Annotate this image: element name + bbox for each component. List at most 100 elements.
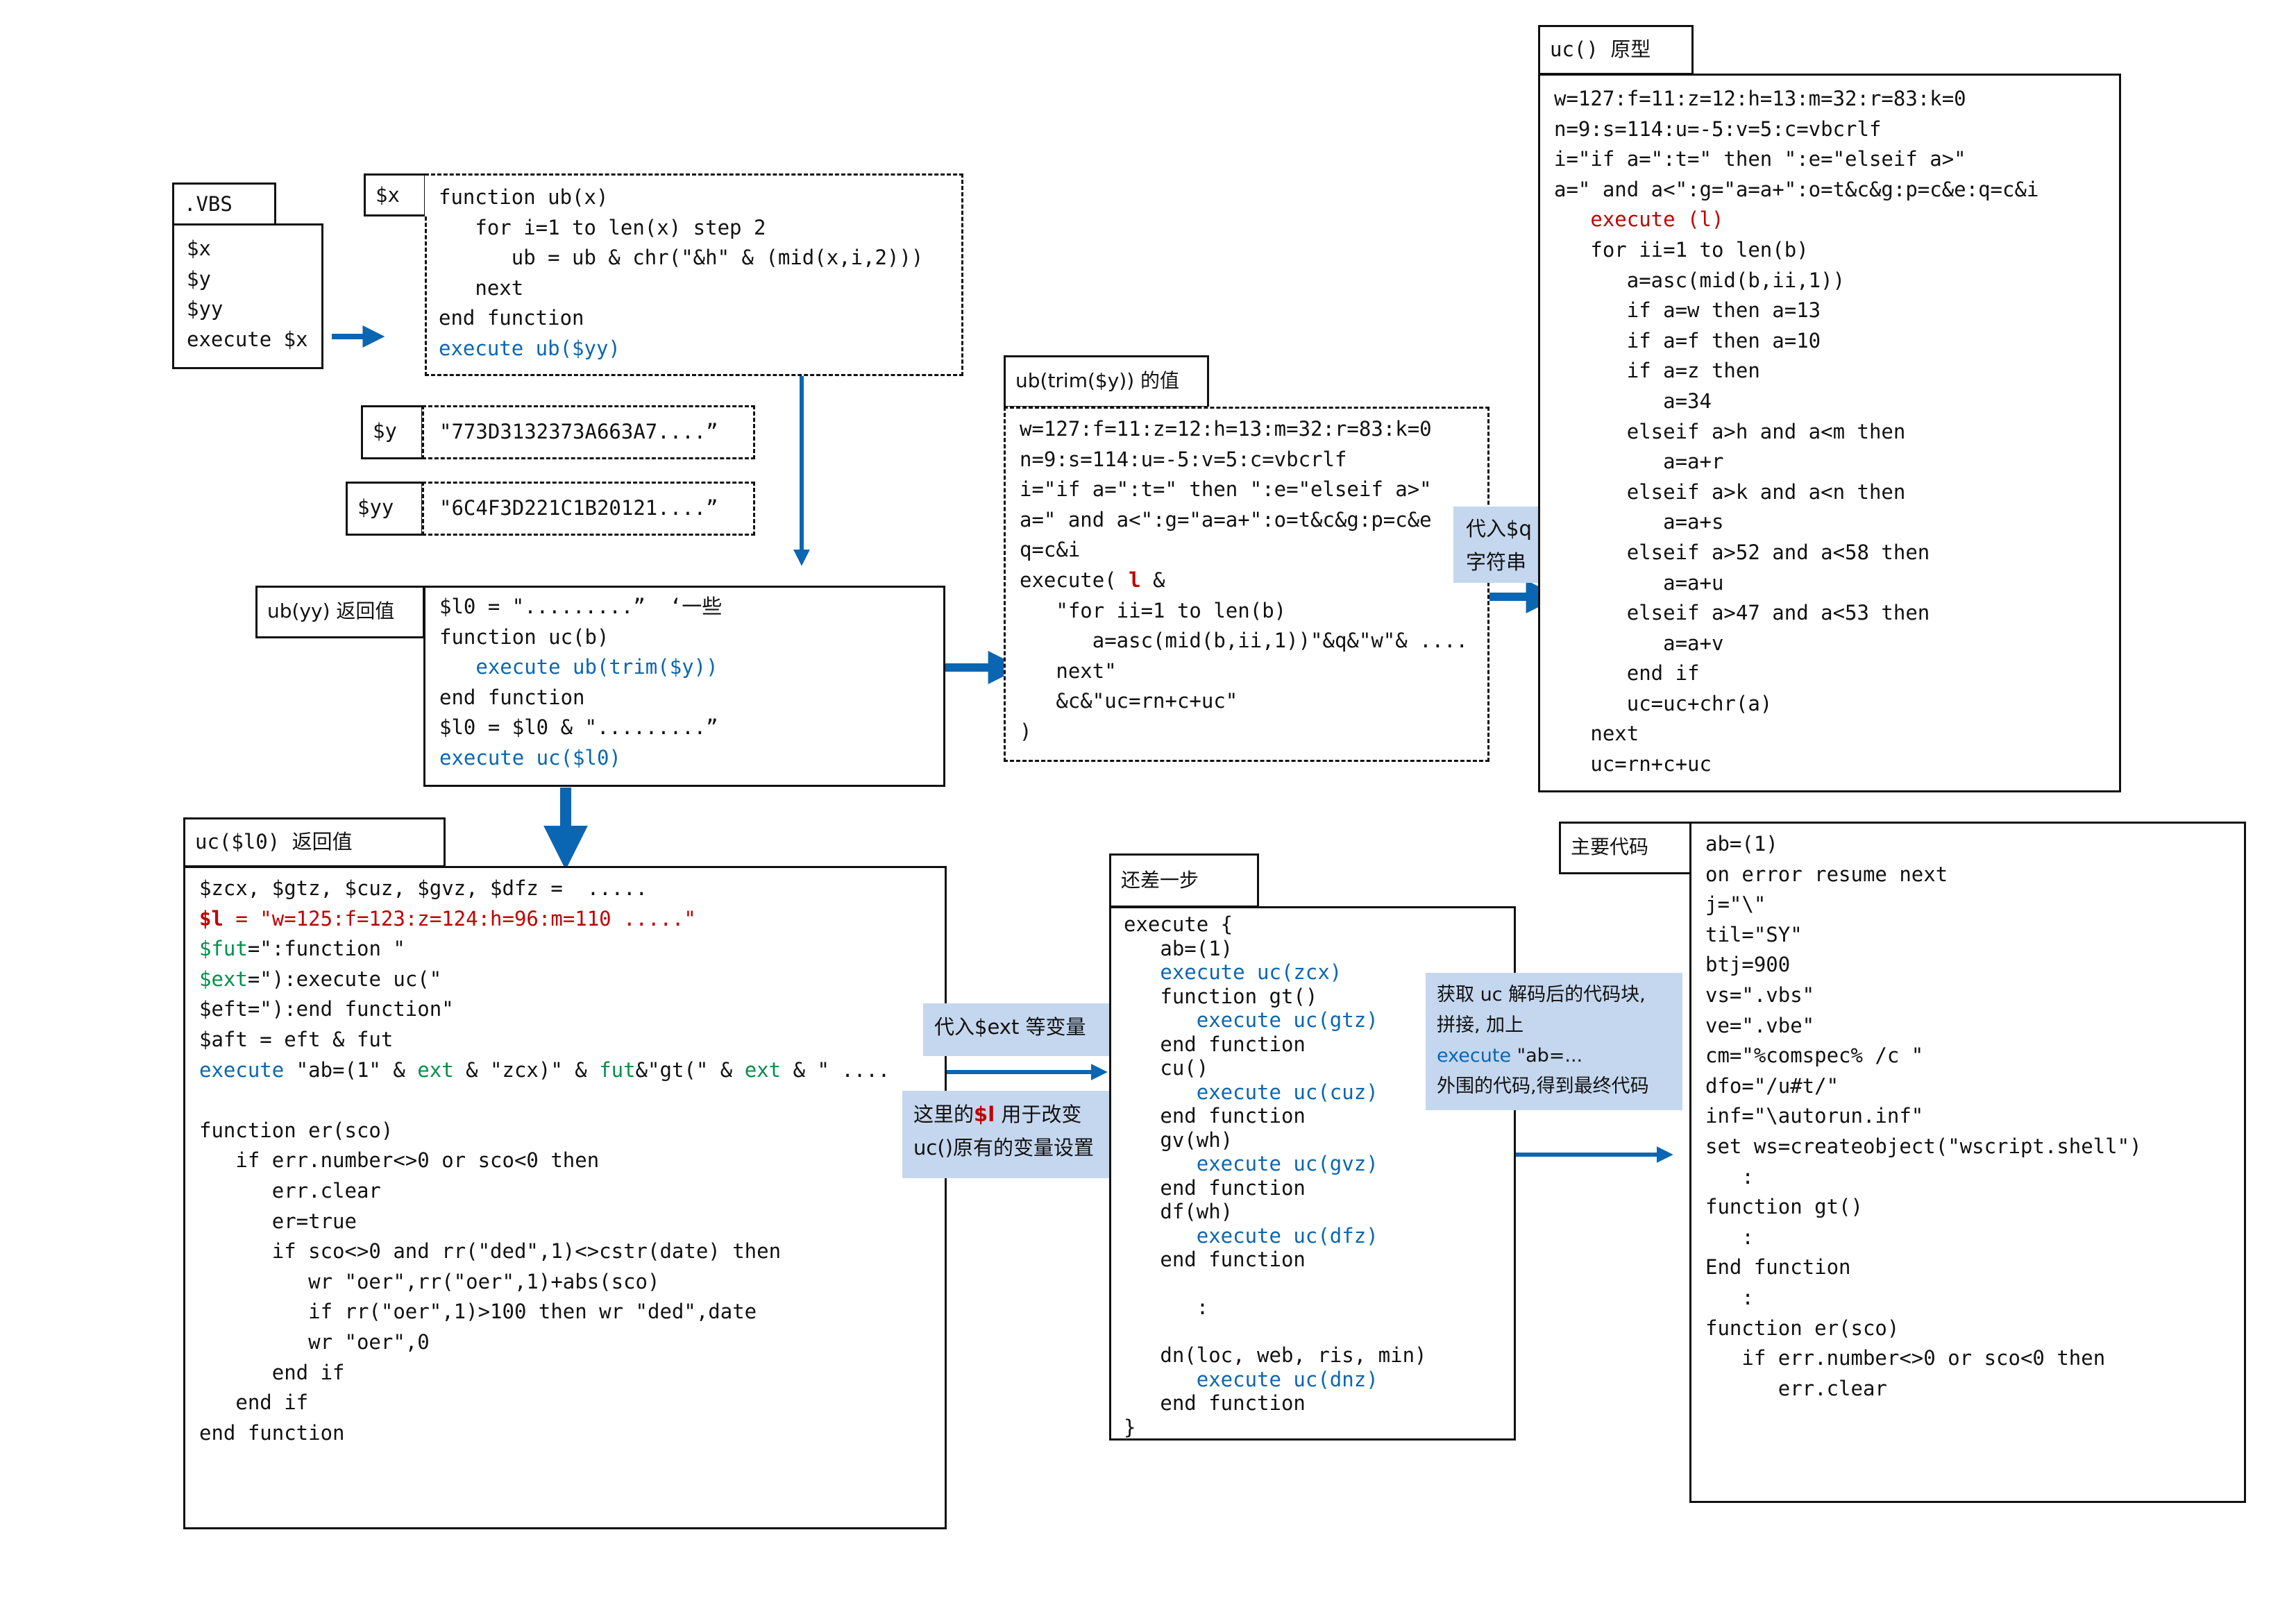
code-line: df(wh)	[1124, 1200, 1427, 1224]
code-line: execute uc(cuz)	[1124, 1080, 1427, 1105]
ubtrim-box: w=127:f=11:z=12:h=13:m=32:r=83:k=0 n=9:s=…	[1004, 407, 1489, 762]
code-line: function er(sco)	[199, 1116, 890, 1146]
code-line: w=127:f=11:z=12:h=13:m=32:r=83:k=0	[1554, 84, 2038, 114]
code-line: n=9:s=114:u=-5:v=5:c=vbcrlf	[1554, 114, 2038, 145]
code-segment: $eft="):end function"	[199, 997, 454, 1021]
code-line: function ub(x)	[439, 182, 923, 213]
code-segment: a=asc(mid(b,ii,1))	[1554, 268, 1846, 292]
code-line: execute ub($yy)	[439, 334, 923, 364]
code-segment: err.clear	[199, 1178, 381, 1203]
code-line: if a=f then a=10	[1554, 326, 2038, 357]
code-line: 这里的$l 用于改变	[913, 1098, 1111, 1131]
code-segment: execute ub($yy)	[439, 336, 621, 360]
yy-value: "6C4F3D221C1B20121....”	[439, 496, 718, 520]
code-line: wr "oer",rr("oer",1)+abs(sco)	[199, 1267, 890, 1298]
code-segment: End function	[1705, 1255, 1851, 1280]
code-line: a=asc(mid(b,ii,1))"&q&"w"& ....	[1020, 626, 1468, 656]
code-line: next"	[1020, 656, 1468, 687]
code-line: execute( l &	[1020, 566, 1468, 596]
code-segment: n=9:s=114:u=-5:v=5:c=vbcrlf	[1020, 447, 1347, 471]
code-line: i="if a=":t=" then ":e="elseif a>"	[1020, 475, 1468, 505]
code-line	[1124, 1272, 1427, 1296]
code-segment: if err.number<>0 or sco<0 then	[1705, 1346, 2106, 1370]
code-line: gv(wh)	[1124, 1128, 1427, 1153]
code-segment: l	[1129, 568, 1141, 592]
code-line: dn(loc, web, ris, min)	[1124, 1343, 1427, 1368]
code-line: w=127:f=11:z=12:h=13:m=32:r=83:k=0	[1020, 414, 1468, 445]
code-line: elseif a>52 and a<58 then	[1554, 538, 2038, 568]
code-line: q=c&i	[1020, 535, 1468, 566]
code-line: if err.number<>0 or sco<0 then	[1705, 1343, 2142, 1374]
code-line: dfo="/u#t/"	[1705, 1071, 2142, 1102]
code-line: execute (l)	[1554, 205, 2038, 235]
code-line: )	[1020, 717, 1468, 747]
code-segment: end function	[199, 1420, 345, 1445]
code-line: er=true	[199, 1207, 890, 1237]
code-line: End function	[1705, 1252, 2142, 1283]
code-segment: ab=(1)	[1705, 832, 1778, 856]
code-line: end if	[1554, 658, 2038, 689]
code-segment: $aft = eft & fut	[199, 1027, 394, 1051]
code-segment: end function	[1124, 1391, 1306, 1415]
code-segment: err.clear	[1705, 1376, 1887, 1400]
code-line: end function	[199, 1418, 890, 1449]
code-line: function er(sco)	[1705, 1314, 2142, 1344]
code-segment: ve=".vbe"	[1705, 1013, 1815, 1037]
code-segment: $l0 = $l0 & ".........”	[439, 715, 718, 740]
code-line: a=a+s	[1554, 507, 2038, 538]
code-segment: end function	[439, 306, 584, 330]
code-segment: if sco<>0 and rr("ded",1)<>cstr(date) th…	[199, 1239, 782, 1264]
code-segment: & " ....	[781, 1057, 890, 1082]
code-segment: "ab=...	[1511, 1045, 1583, 1067]
code-segment: $l	[974, 1103, 995, 1126]
main-tag: 主要代码	[1559, 822, 1695, 874]
code-line: execute ub(trim($y))	[439, 652, 722, 683]
y-tag: $y	[361, 405, 423, 459]
code-line: function gt()	[1705, 1192, 2142, 1223]
code-line: 外围的代码,得到最终代码	[1437, 1070, 1671, 1101]
code-segment: w=127:f=11:z=12:h=13:m=32:r=83:k=0	[1020, 417, 1432, 441]
code-line: elseif a>h and a<m then	[1554, 417, 2038, 448]
code-segment: = "w=125:f=123:z=124:h=96:m=110 ....."	[223, 906, 696, 931]
code-line: :	[1705, 1223, 2142, 1253]
code-segment: til="SY"	[1705, 922, 1803, 946]
code-segment: on error resume next	[1705, 862, 1948, 886]
code-segment: cu()	[1124, 1056, 1209, 1080]
code-segment: if a=f then a=10	[1554, 328, 1821, 352]
code-line: execute "ab=...	[1437, 1039, 1671, 1070]
ucproto-tag: uc() 原型	[1538, 25, 1694, 75]
code-line: n=9:s=114:u=-5:v=5:c=vbcrlf	[1020, 445, 1468, 475]
ubtrim-tag: ub(trim($y)) 的值	[1004, 355, 1209, 408]
code-line: vs=".vbs"	[1705, 980, 2142, 1011]
code-line: wr "oer",0	[199, 1327, 890, 1358]
code-segment: a=a+s	[1554, 510, 1724, 534]
code-line: uc()原有的变量设置	[913, 1131, 1111, 1164]
code-line: end function	[439, 303, 923, 334]
code-segment: execute uc(cuz)	[1124, 1080, 1378, 1104]
code-line: &c&"uc=rn+c+uc"	[1020, 686, 1468, 717]
code-segment: function gt()	[1705, 1195, 1863, 1219]
code-line: on error resume next	[1705, 860, 2142, 890]
code-segment: execute uc(zcx)	[1124, 960, 1342, 984]
code-line: end if	[199, 1388, 890, 1418]
code-line: $y	[187, 264, 308, 295]
y-value: "773D3132373A663A7....”	[439, 420, 718, 443]
code-line: ab=(1)	[1705, 829, 2142, 860]
code-segment: elseif a>h and a<m then	[1554, 419, 1906, 443]
code-segment: dn(loc, web, ris, min)	[1124, 1343, 1427, 1367]
code-line: execute uc($l0)	[439, 743, 722, 774]
code-segment: :	[1705, 1225, 1754, 1249]
vbs-tag: .VBS	[172, 182, 276, 226]
code-segment: =":function "	[247, 937, 405, 961]
code-segment: execute uc($l0)	[439, 745, 621, 770]
code-segment: if err.number<>0 or sco<0 then	[199, 1148, 600, 1173]
code-segment: execute uc(gvz)	[1124, 1152, 1378, 1175]
code-segment: wr "oer",0	[199, 1329, 430, 1354]
code-segment: 这里的	[913, 1103, 974, 1126]
code-segment: $fut	[199, 937, 248, 961]
code-segment: uc=uc+chr(a)	[1554, 691, 1773, 715]
code-line: end function	[1124, 1248, 1427, 1272]
